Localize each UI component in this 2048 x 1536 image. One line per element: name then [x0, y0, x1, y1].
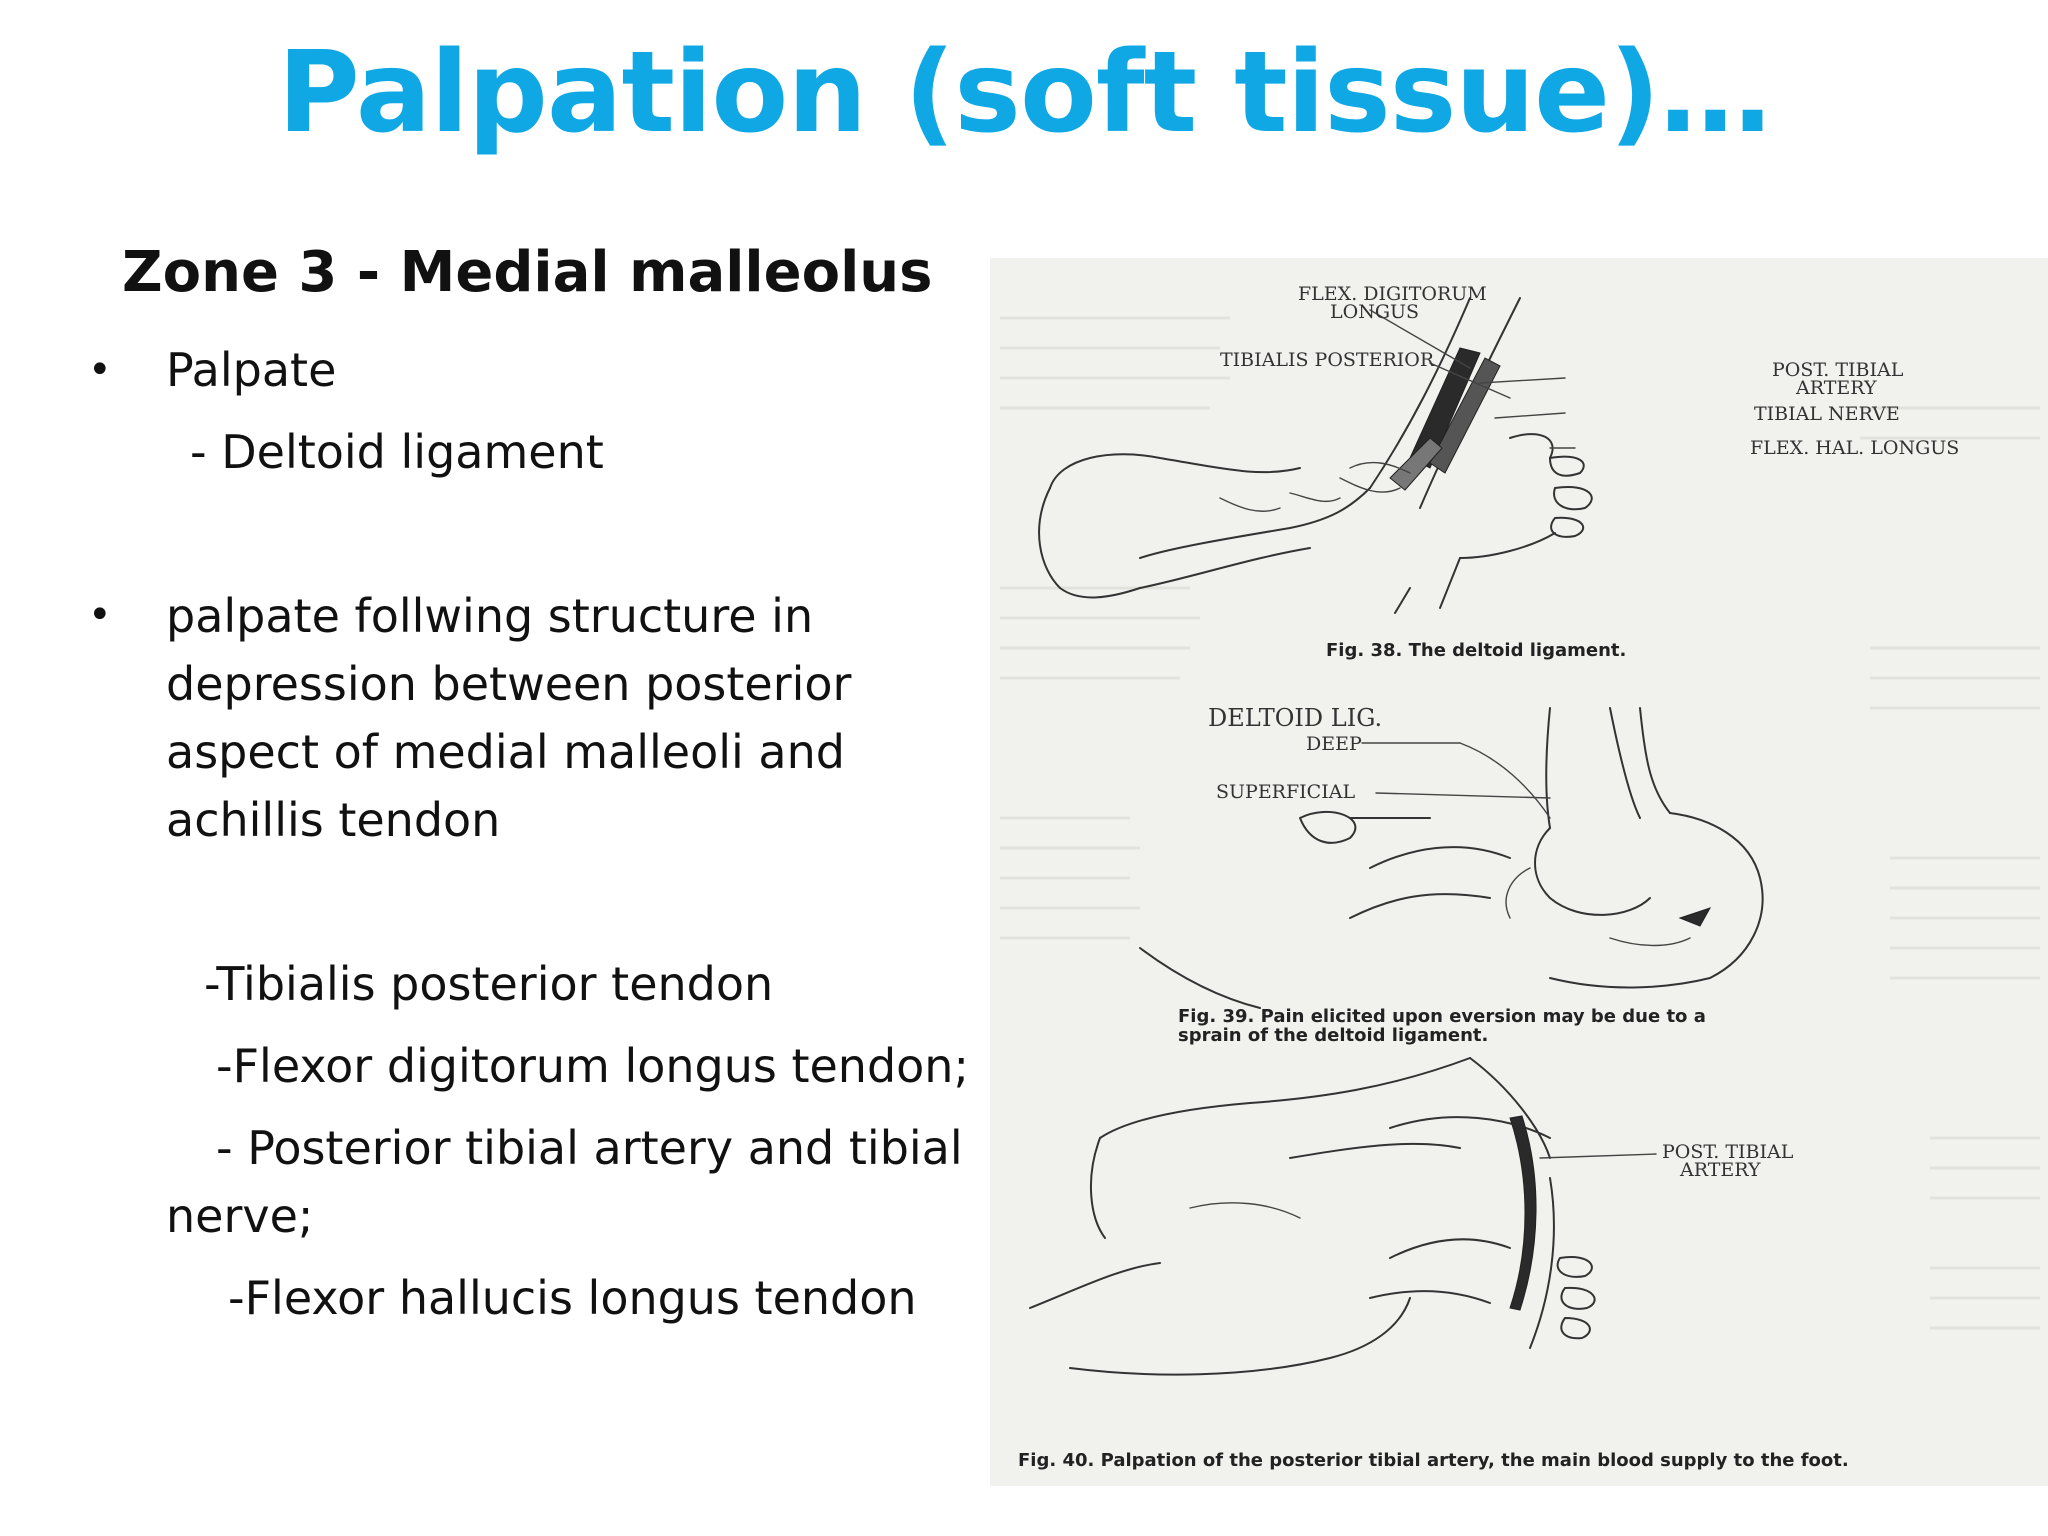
- line-posterior-tibial-a: - Posterior tibial artery and tibial: [216, 1121, 963, 1175]
- fig39-drawing: [1139, 707, 1764, 1009]
- bullet-marker-2: •: [88, 592, 112, 638]
- line-deltoid-ligament: - Deltoid ligament: [190, 425, 604, 479]
- anatomy-figure-scan: FLEX. DIGITORUM LONGUS TIBIALIS POSTERIO…: [990, 258, 2048, 1486]
- fig39-label-superficial: SUPERFICIAL: [1216, 781, 1355, 803]
- fig39-label-deltoid: DELTOID LIG.: [1208, 704, 1382, 732]
- fig38-label-pta-2: ARTERY: [1795, 377, 1877, 399]
- bullet-palpate: Palpate: [166, 343, 337, 397]
- fig40-drawing: [1029, 1057, 1657, 1376]
- fig39-caption-2: sprain of the deltoid ligament.: [1178, 1025, 1488, 1046]
- bullet-palpate-structure: palpate follwing structure in: [166, 589, 814, 643]
- fig38-drawing: [1038, 297, 1593, 614]
- anatomy-illustration: FLEX. DIGITORUM LONGUS TIBIALIS POSTERIO…: [1000, 283, 2040, 1471]
- line-tibialis-posterior: -Tibialis posterior tendon: [204, 957, 774, 1011]
- line-flexor-digitorum: -Flexor digitorum longus tendon;: [216, 1039, 969, 1093]
- fig38-label-tibial-nerve: TIBIAL NERVE: [1754, 403, 1900, 425]
- scan-background-texture: [1000, 316, 2040, 1330]
- fig39-caption-1: Fig. 39. Pain elicited upon eversion may…: [1178, 1006, 1706, 1027]
- fig38-caption: Fig. 38. The deltoid ligament.: [1326, 640, 1626, 661]
- fig38-label-tibialis-posterior: TIBIALIS POSTERIOR: [1220, 349, 1435, 371]
- bullet-marker-1: •: [88, 347, 112, 393]
- fig40-label-pta-2: ARTERY: [1679, 1159, 1761, 1181]
- fig38-label-fdl-1: FLEX. DIGITORUM: [1298, 283, 1487, 305]
- line-achillis: achillis tendon: [166, 793, 501, 847]
- zone-subtitle: Zone 3 - Medial malleolus: [122, 240, 933, 305]
- fig39-label-deep: DEEP: [1306, 733, 1362, 755]
- fig38-label-fhl: FLEX. HAL. LONGUS: [1750, 437, 1959, 459]
- fig38-label-fdl-2: LONGUS: [1330, 301, 1419, 323]
- line-flexor-hallucis: -Flexor hallucis longus tendon: [228, 1271, 917, 1325]
- line-depression: depression between posterior: [166, 657, 852, 711]
- line-aspect: aspect of medial malleoli and: [166, 725, 845, 779]
- fig38-label-pta-1: POST. TIBIAL: [1772, 359, 1904, 381]
- fig40-caption: Fig. 40. Palpation of the posterior tibi…: [1018, 1450, 1849, 1471]
- line-posterior-tibial-b: nerve;: [166, 1189, 314, 1243]
- fig40-label-pta-1: POST. TIBIAL: [1662, 1141, 1794, 1163]
- slide-title: Palpation (soft tissue)…: [277, 28, 1772, 158]
